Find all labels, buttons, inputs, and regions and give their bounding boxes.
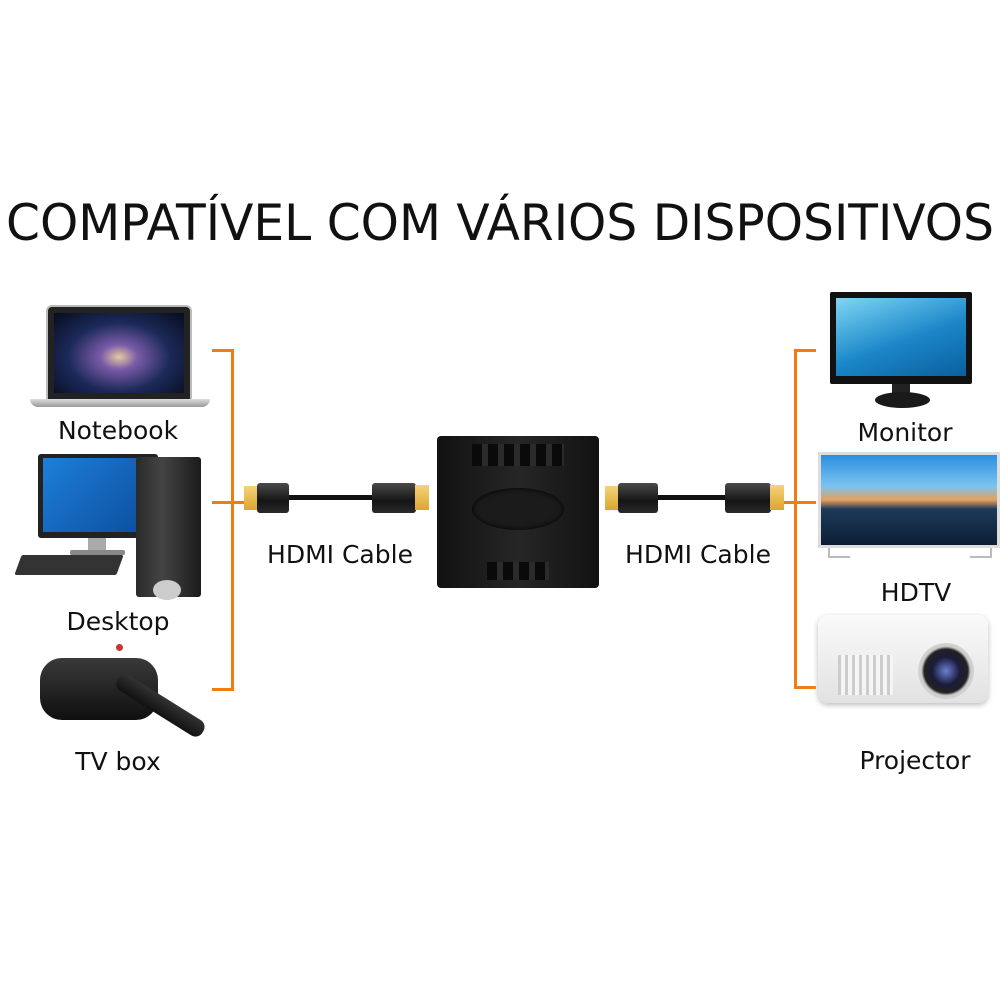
label-hdtv: HDTV [880, 578, 952, 607]
label-projector: Projector [859, 746, 971, 775]
label-desktop: Desktop [66, 607, 170, 636]
page-title: COMPATÍVEL COM VÁRIOS DISPOSITIVOS [6, 193, 994, 252]
label-hdmi-cable-right: HDMI Cable [625, 540, 771, 569]
label-hdmi-cable-left: HDMI Cable [267, 540, 413, 569]
hdmi-coupler-adapter [437, 436, 599, 588]
laptop-icon [30, 305, 210, 410]
monitor-icon [830, 292, 972, 412]
tv-icon [818, 452, 1000, 562]
label-monitor: Monitor [857, 418, 953, 447]
tv-box-icon [38, 640, 218, 740]
hdmi-cable-icon [605, 480, 795, 520]
projector-icon [818, 605, 990, 705]
page-title-text: COMPATÍVEL COM VÁRIOS DISPOSITIVOS [6, 193, 994, 252]
hdmi-cable-icon [244, 480, 434, 520]
label-tv-box: TV box [75, 747, 161, 776]
desktop-icon [14, 452, 208, 607]
label-notebook: Notebook [57, 416, 179, 445]
